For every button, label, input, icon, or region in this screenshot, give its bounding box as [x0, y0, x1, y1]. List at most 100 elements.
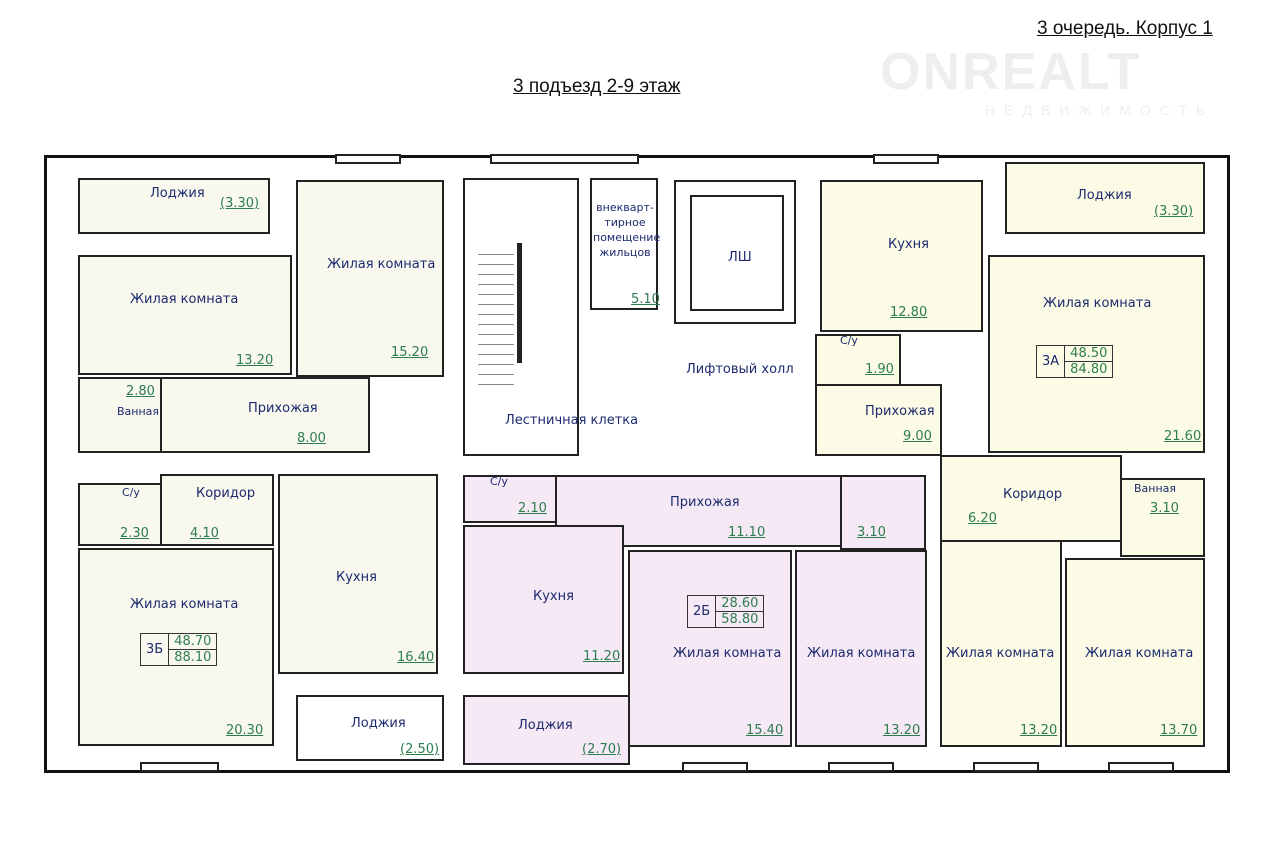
window [873, 154, 939, 164]
room-area: (3.30) [1154, 204, 1194, 219]
room-bathroom [840, 475, 926, 550]
shaft-inner [690, 195, 784, 311]
room-label: Коридор [196, 486, 256, 501]
room-area: 12.80 [890, 305, 928, 320]
room-area: 20.30 [226, 723, 264, 738]
room-area: 21.60 [1164, 429, 1202, 444]
room-area: 13.20 [883, 723, 921, 738]
building-title: 3 очередь. Корпус 1 [1037, 18, 1213, 39]
room-label: Жилая комната [807, 646, 916, 661]
floor-title: 3 подъезд 2-9 этаж [513, 76, 681, 97]
stair-label: Лестничная клетка [505, 413, 639, 428]
room-area: 5.10 [631, 292, 660, 307]
window [490, 154, 639, 164]
room-living [78, 548, 274, 746]
room-area: 8.00 [297, 431, 326, 446]
living-area: 28.60 [716, 596, 764, 612]
room-label: Жилая комната [130, 292, 239, 307]
room-loggia [296, 695, 444, 761]
room-area: 3.10 [857, 525, 886, 540]
room-label: Лоджия [518, 718, 573, 733]
room-hall [815, 384, 942, 456]
window [682, 762, 748, 772]
room-hall [160, 377, 370, 453]
window [1108, 762, 1174, 772]
room-living [940, 540, 1062, 747]
watermark-logo: ONREALT [880, 43, 1142, 101]
room-area: 2.30 [120, 526, 149, 541]
room-area: 13.70 [1160, 723, 1198, 738]
stair-divider [517, 243, 522, 363]
room-kitchen [278, 474, 438, 674]
room-living [78, 255, 292, 375]
stairs-icon [478, 245, 514, 385]
total-area: 58.80 [721, 612, 759, 627]
room-area: (2.50) [400, 742, 440, 757]
apartment-id: 2Б [688, 596, 717, 627]
apartment-id: 3А [1037, 346, 1066, 377]
shaft-label: ЛШ [728, 250, 752, 265]
room-label: Жилая комната [1043, 296, 1152, 311]
room-label: Прихожая [865, 404, 935, 419]
room-label: С/у [840, 334, 858, 347]
room-label: Ванная [1134, 482, 1177, 495]
room-label: С/у [122, 486, 140, 499]
room-label: Лоджия [351, 716, 406, 731]
living-area: 48.50 [1065, 346, 1113, 362]
room-area: 2.10 [518, 501, 547, 516]
window [973, 762, 1039, 772]
window [335, 154, 401, 164]
room-label: Жилая комната [1085, 646, 1194, 661]
room-area: 13.20 [1020, 723, 1058, 738]
room-area: 2.80 [126, 384, 155, 399]
living-area: 48.70 [169, 634, 217, 650]
room-label: Прихожая [670, 495, 740, 510]
room-label: Кухня [336, 570, 377, 585]
room-area: 15.20 [391, 345, 429, 360]
room-area: 6.20 [968, 511, 997, 526]
window [828, 762, 894, 772]
room-label: Кухня [888, 237, 929, 252]
room-living [296, 180, 444, 377]
room-storage [590, 178, 658, 310]
room-label: Прихожая [248, 401, 318, 416]
room-label: Жилая комната [673, 646, 782, 661]
room-living [1065, 558, 1205, 747]
room-area: 1.90 [865, 362, 894, 377]
room-label: Лоджия [1077, 188, 1132, 203]
room-area: 9.00 [903, 429, 932, 444]
room-corridor [160, 474, 274, 546]
room-kitchen [463, 525, 624, 674]
room-label: Жилая комната [327, 257, 436, 272]
room-label: Лоджия [150, 186, 205, 201]
room-bathroom [78, 377, 162, 453]
apartment-id: 3Б [141, 634, 170, 665]
room-area: 11.20 [583, 649, 621, 664]
room-area: 15.40 [746, 723, 784, 738]
room-loggia [1005, 162, 1205, 234]
room-area: 16.40 [397, 650, 435, 665]
window [140, 762, 219, 772]
room-label: Жилая комната [130, 597, 239, 612]
total-area: 88.10 [174, 650, 212, 665]
watermark-sub: НЕДВИЖИМОСТЬ [985, 102, 1215, 118]
shaft [674, 180, 796, 324]
room-loggia [78, 178, 270, 234]
room-area: 13.20 [236, 353, 274, 368]
room-kitchen [820, 180, 983, 332]
room-area: (2.70) [582, 742, 622, 757]
room-label: Ванная [117, 405, 160, 418]
room-wc [78, 483, 162, 546]
room-bathroom [1120, 478, 1205, 557]
room-living [795, 550, 927, 747]
room-label: Жилая комната [946, 646, 1055, 661]
room-wc [815, 334, 901, 386]
total-area: 84.80 [1070, 362, 1108, 377]
room-loggia [463, 695, 630, 765]
lift-hall-label: Лифтовый холл [686, 362, 794, 377]
room-label: С/у [490, 475, 508, 488]
